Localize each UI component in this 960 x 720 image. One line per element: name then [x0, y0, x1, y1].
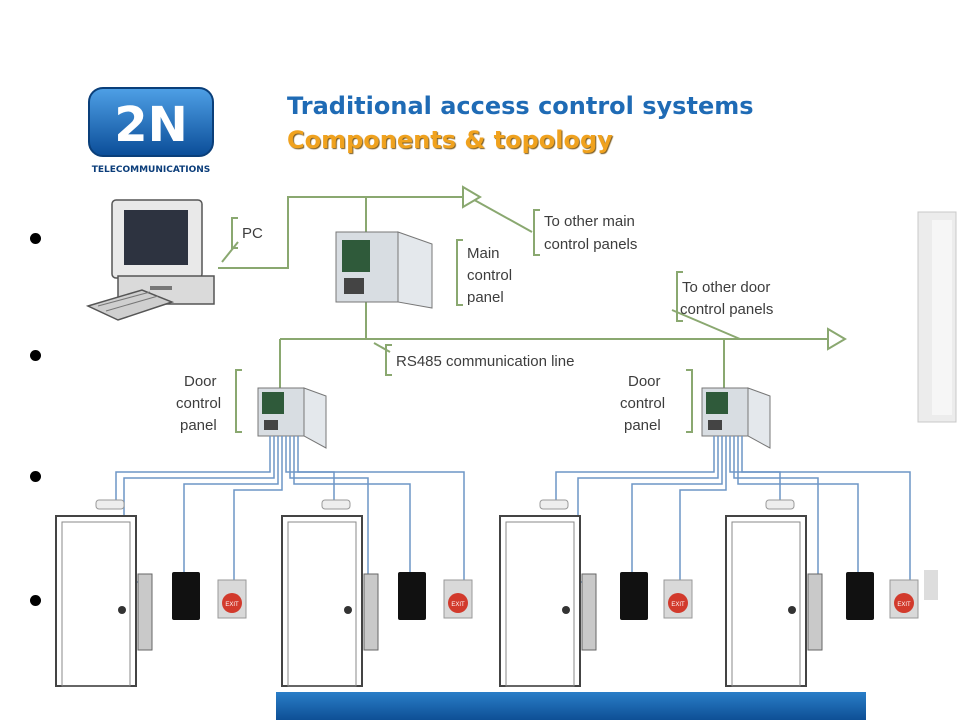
arrow-to-door: [827, 327, 847, 351]
network-lines: [218, 196, 828, 433]
bullet-4: [30, 595, 41, 606]
arrow-to-main: [462, 185, 482, 209]
exit-button-1-icon: EXIT: [217, 579, 247, 619]
exit-button-2-icon: EXIT: [443, 579, 473, 619]
svg-text:EXIT: EXIT: [451, 602, 465, 608]
svg-text:EXIT: EXIT: [225, 602, 239, 608]
pc-label: PC: [242, 225, 263, 242]
footer-bar: [276, 692, 866, 720]
door-control-panel-right-icon: [701, 387, 771, 449]
svg-text:2N: 2N: [114, 97, 188, 153]
svg-text:TELECOMMUNICATIONS: TELECOMMUNICATIONS: [92, 165, 211, 175]
main-panel-label: Main control panel: [467, 245, 516, 306]
svg-text:EXIT: EXIT: [671, 602, 685, 608]
2n-logo: 2N TELECOMMUNICATIONS: [88, 87, 214, 175]
other-main-label: To other main control panels: [544, 213, 639, 253]
main-control-panel-icon: [335, 231, 433, 309]
card-reader-3-icon: [620, 572, 648, 620]
bullet-1: [30, 233, 41, 244]
door-panel-left-label: Door control panel: [176, 373, 225, 434]
door-1-icon: [55, 499, 153, 687]
door-4-icon: [725, 499, 823, 687]
svg-text:EXIT: EXIT: [897, 602, 911, 608]
bullet-2: [30, 350, 41, 361]
bullet-3: [30, 471, 41, 482]
exit-button-4-icon: EXIT: [889, 579, 919, 619]
pc-icon: [85, 199, 215, 321]
exit-button-3-icon: EXIT: [663, 579, 693, 619]
slide-title: Traditional access control systems: [287, 92, 754, 120]
other-door-label: To other door control panels: [680, 279, 775, 318]
slide-subtitle: Components & topology: [287, 126, 613, 154]
card-reader-2-icon: [398, 572, 426, 620]
door-3-icon: [499, 499, 597, 687]
door-control-panel-left-icon: [257, 387, 327, 449]
card-reader-4-icon: [846, 572, 874, 620]
door-2-icon: [281, 499, 379, 687]
rs485-label: RS485 communication line: [396, 353, 574, 370]
door-panel-right-label: Door control panel: [620, 373, 669, 434]
device-background-image: [917, 211, 957, 600]
card-reader-1-icon: [172, 572, 200, 620]
